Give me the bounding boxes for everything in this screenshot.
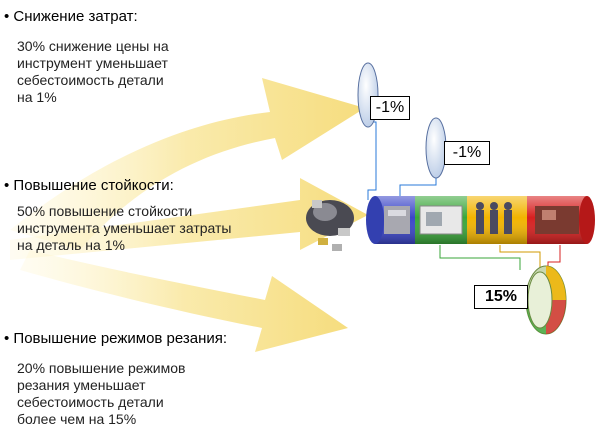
equipment-image (535, 206, 579, 234)
text-line: инструмента уменьшает затраты (17, 220, 232, 236)
text-cutting-modes: 20% повышение режимов резания уменьшает … (17, 360, 185, 428)
connector-line-1 (367, 121, 377, 200)
text-line: на деталь на 1% (17, 237, 125, 253)
label-cost-reduction: -1% (370, 96, 410, 120)
cutting-tool-image (306, 200, 354, 251)
text-line: 50% повышение стойкости (17, 203, 193, 219)
material-image (384, 206, 410, 234)
text-line: инструмент уменьшает (17, 55, 168, 71)
text-line: себестоимость детали (17, 72, 164, 88)
text-line: резания уменьшает (17, 377, 146, 393)
heading-cost-reduction: • Снижение затрат: (4, 8, 138, 25)
arrow-up (10, 78, 365, 250)
label-cutting-modes: 15% (474, 285, 528, 309)
workers-image (476, 202, 512, 234)
text-line: более чем на 15% (17, 411, 137, 427)
text-line: на 1% (17, 89, 57, 105)
text-cost-reduction: 30% снижение цены на инструмент уменьшае… (17, 38, 169, 106)
heading-tool-life: • Повышение стойкости: (4, 177, 174, 194)
process-pipe (366, 196, 595, 244)
arrow-middle (10, 178, 368, 260)
text-line: 30% снижение цены на (17, 38, 169, 54)
label-tool-life: -1% (444, 141, 490, 165)
connector-line-3 (439, 245, 521, 270)
text-line: 20% повышение режимов (17, 360, 186, 376)
disc-2 (425, 117, 447, 179)
text-line: себестоимость детали (17, 394, 164, 410)
heading-cutting-modes: • Повышение режимов резания: (4, 330, 228, 347)
connector-line-4 (499, 245, 541, 270)
arrow-down (20, 250, 348, 352)
disc-3 (525, 265, 567, 335)
machine-image (419, 205, 463, 235)
text-tool-life: 50% повышение стойкости инструмента умен… (17, 203, 231, 254)
